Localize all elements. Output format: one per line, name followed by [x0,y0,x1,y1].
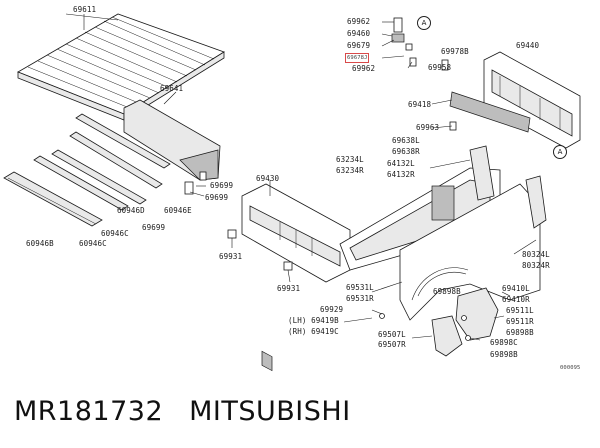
label-80324l: 80324L [522,250,550,259]
label-69460: 69460 [347,29,371,38]
label-69638l: 69638L [392,136,420,145]
label-60946e: 60946E [164,206,192,215]
hardware-drawing [391,17,457,131]
label-69419b: (LH) 69419B [288,316,339,325]
label-60946b: 60946B [26,239,54,248]
label-69410r: 69410R [502,295,530,304]
label-69898b-2: 69898B [506,328,534,337]
part-number: MR181732 [14,396,164,427]
fender-drawing [399,175,547,321]
label-69679: 69679 [347,41,371,50]
label-69929: 69929 [320,305,344,314]
label-69699-b: 69699 [205,193,229,202]
label-69531l: 69531L [346,283,374,292]
caption: MR181732 MITSUBISHI [14,396,351,432]
label-80324r: 80324R [522,261,550,270]
label-64132r: 64132R [387,170,415,179]
label-69418: 69418 [408,100,432,109]
label-69898b-3: 69898B [490,350,518,359]
brand-name: MITSUBISHI [189,396,351,427]
label-60946d: 60946D [117,206,145,215]
reference-circle-a-bottom: A [553,145,567,159]
label-69507l: 69507L [378,330,406,339]
label-69507r: 69507R [378,340,406,349]
label-69511l: 69511L [506,306,534,315]
label-60946c-top: 60946C [101,229,129,238]
label-69962-bottom: 69962 [352,64,376,73]
label-60946c: 60946C [79,239,107,248]
label-69699-a: 69699 [210,181,234,190]
crossmembers-drawing [3,113,171,227]
leader-lines [83,14,537,341]
label-63234l: 63234L [336,155,364,164]
label-69931-a: 69931 [219,252,243,261]
bed-floor-drawing [17,13,225,121]
label-highlighted-part[interactable]: 69678J [345,53,370,63]
label-69898c: 69898C [490,338,518,347]
side-rail-drawing [123,99,221,195]
mudguard-drawing [379,287,499,357]
label-69962-top: 69962 [347,17,371,26]
parts-diagram: 69611 69962 69460 69679 69678J 69962 699… [3,5,581,372]
label-64132l: 64132L [387,159,415,168]
label-69638r: 69638R [392,147,420,156]
label-69440: 69440 [516,41,540,50]
label-69958: 69958 [428,63,452,72]
label-69410l: 69410L [502,284,530,293]
label-63234r: 63234R [336,166,364,175]
label-69611: 69611 [73,5,97,14]
label-69898b: 69898B [433,287,461,296]
label-69430: 69430 [256,174,280,183]
label-69641: 69641 [160,84,184,93]
front-panel-drawing [227,183,351,372]
reference-circle-a-top: A [417,16,431,30]
label-69419c: (RH) 69419C [288,327,339,336]
label-69963: 69963 [416,123,440,132]
parts-drawing [3,13,581,372]
tailgate-drawing [449,51,581,149]
diagram-code: 000095 [560,365,581,371]
label-69931-b: 69931 [277,284,301,293]
label-69531r: 69531R [346,294,374,303]
label-69978b: 69978B [441,47,469,56]
label-69699-c: 69699 [142,223,166,232]
label-69511r: 69511R [506,317,534,326]
